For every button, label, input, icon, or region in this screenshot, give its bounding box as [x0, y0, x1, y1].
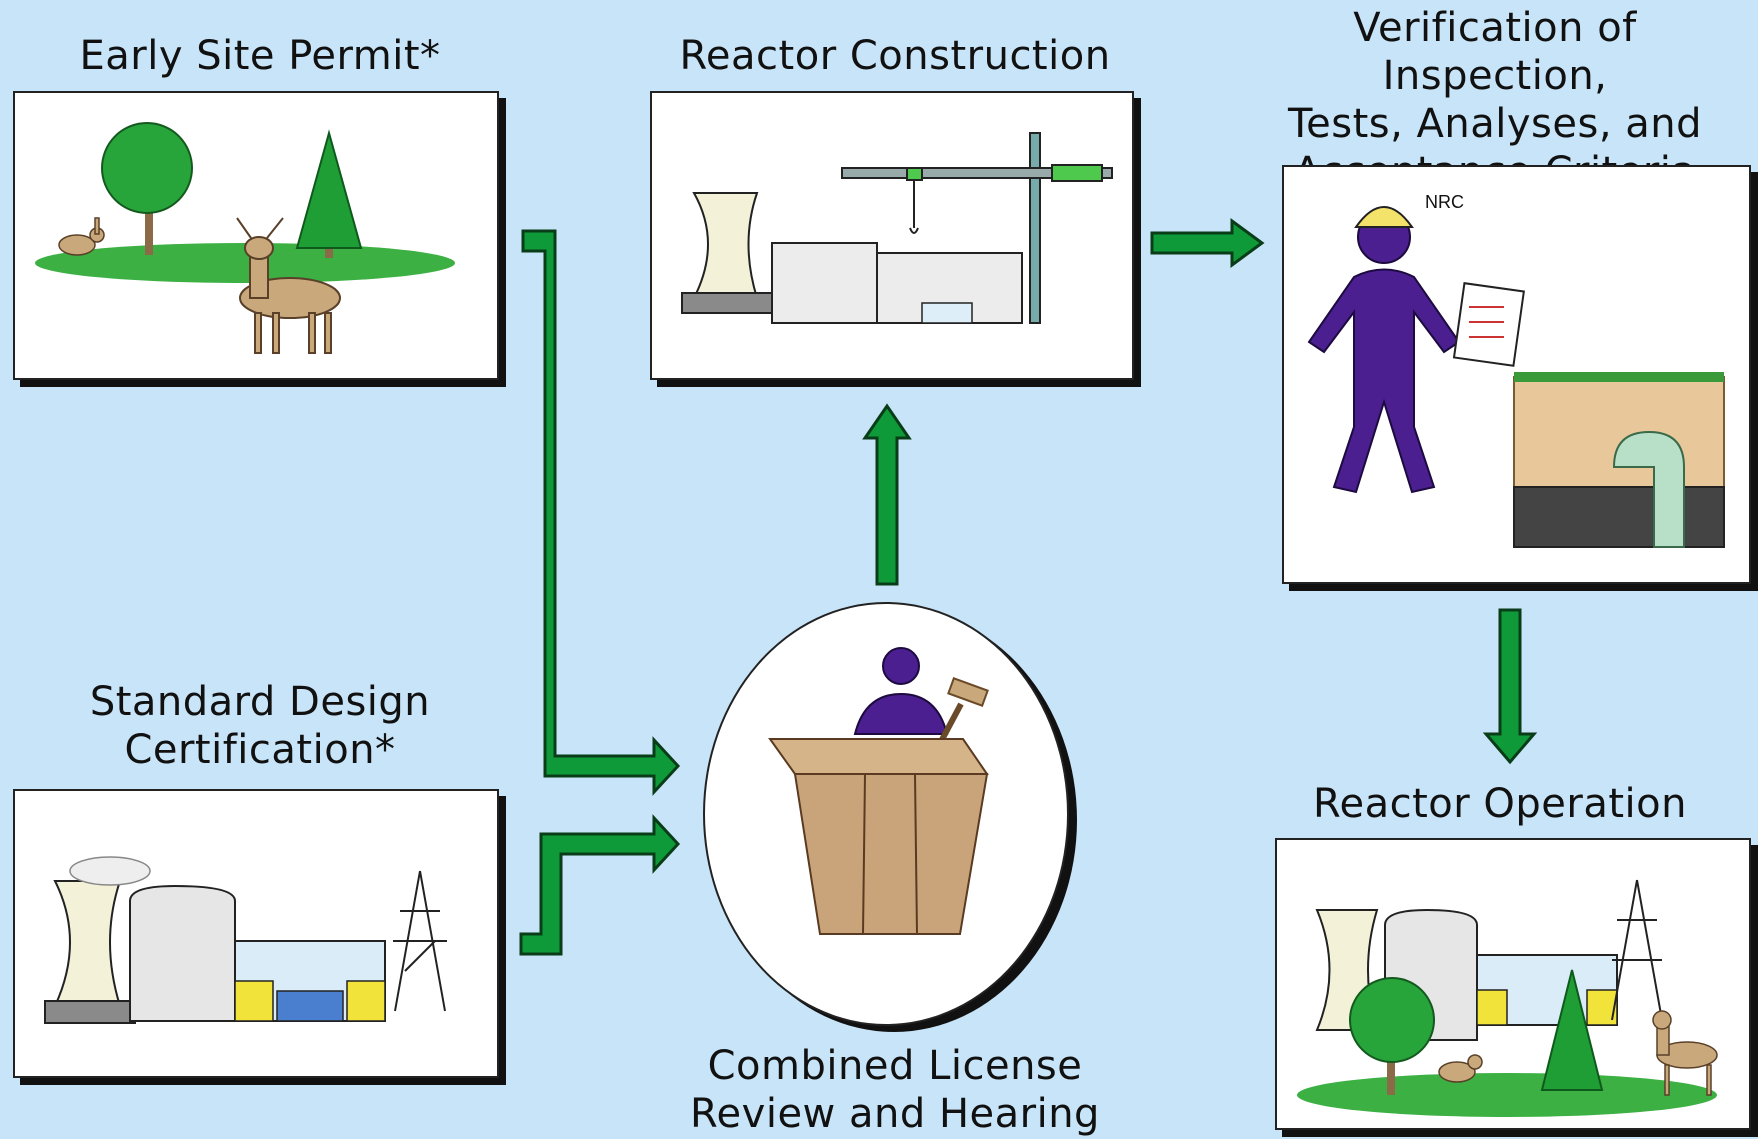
combined-license-label: Combined License Review and Hearing — [690, 1043, 1100, 1137]
arrow-itaac-to-operation — [1482, 608, 1538, 765]
helmet-icon — [1354, 206, 1414, 228]
arrow-sdc-to-col — [519, 814, 681, 956]
itaac-panel — [1282, 165, 1751, 584]
standard-design-label: Standard Design Certification* — [89, 679, 431, 773]
grass-icon — [1297, 1073, 1717, 1117]
reactor-operation-label: Reactor Operation — [1313, 781, 1687, 827]
early-site-permit-label: Early Site Permit* — [79, 33, 441, 79]
pine-tree-icon — [1540, 969, 1604, 1091]
helmet-text: NRC — [1425, 192, 1464, 212]
turbine-building-icon — [234, 940, 386, 1022]
arrow-construction-to-itaac — [1150, 218, 1265, 268]
construction-building-icon — [771, 242, 1023, 324]
cooling-tower-icon — [44, 856, 151, 1024]
arrow-esp-to-col — [521, 229, 681, 796]
podium-icon — [768, 738, 989, 935]
deer-icon — [236, 217, 341, 354]
grass-icon — [35, 243, 455, 283]
combined-license-review — [703, 602, 1073, 1030]
reactor-module-icon — [1513, 372, 1725, 548]
standard-design-panel — [13, 789, 499, 1078]
reactor-operation-panel — [1275, 838, 1751, 1130]
containment-building-icon — [129, 884, 236, 1022]
power-tower-icon — [393, 870, 447, 1012]
tree-icon — [1349, 977, 1435, 1095]
pine-tree-icon — [295, 129, 363, 258]
arrow-col-to-construction — [862, 403, 912, 586]
combined-license-circle — [703, 602, 1069, 1026]
checklist-icon — [1452, 282, 1525, 367]
rabbit-icon — [58, 217, 105, 256]
rabbit-icon — [1438, 1054, 1483, 1083]
cooling-tower-icon — [681, 192, 775, 314]
deer-icon — [1652, 1010, 1718, 1096]
reactor-construction-label: Reactor Construction — [679, 33, 1111, 79]
judge-icon — [853, 647, 949, 735]
early-site-permit-panel — [13, 91, 499, 380]
power-tower-icon — [1611, 879, 1663, 1021]
inspector-icon — [1307, 210, 1461, 494]
reactor-construction-panel — [650, 91, 1134, 380]
tree-icon — [101, 122, 193, 255]
crane-icon — [841, 132, 1113, 324]
